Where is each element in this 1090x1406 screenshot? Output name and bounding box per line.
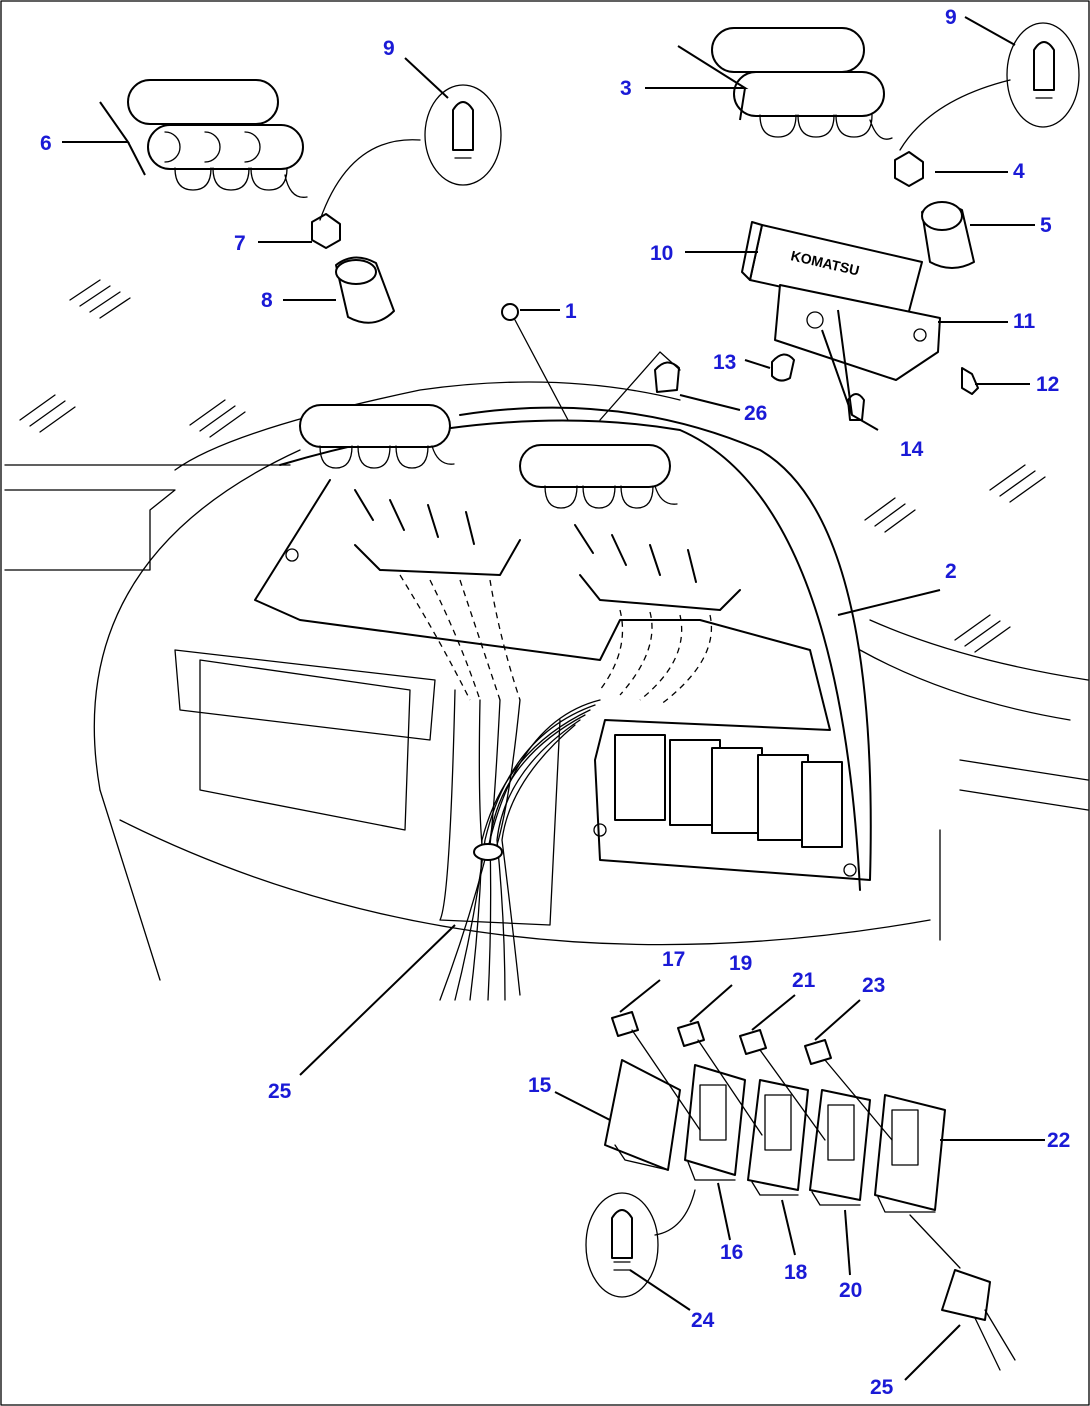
callout-22: 22 bbox=[1047, 1129, 1070, 1152]
callout-20: 20 bbox=[839, 1279, 862, 1302]
callout-labels: 1 2 3 4 5 6 7 8 9 9 10 11 12 13 14 15 16… bbox=[40, 6, 1070, 1399]
callout-9-right: 9 bbox=[945, 6, 957, 29]
bulb-24 bbox=[585, 1189, 696, 1298]
callout-12: 12 bbox=[1036, 373, 1059, 396]
callout-15: 15 bbox=[528, 1074, 552, 1097]
rocker-switch-16 bbox=[684, 1064, 746, 1181]
callout-16: 16 bbox=[720, 1241, 743, 1264]
callout-18: 18 bbox=[784, 1261, 808, 1284]
callout-17: 17 bbox=[662, 948, 685, 971]
callout-21: 21 bbox=[792, 969, 816, 992]
clip-26 bbox=[599, 351, 681, 421]
callout-5: 5 bbox=[1040, 214, 1052, 237]
bulb-left bbox=[319, 84, 502, 221]
bolt-small bbox=[961, 367, 979, 395]
callout-23: 23 bbox=[862, 974, 885, 997]
callout-2: 2 bbox=[945, 560, 957, 583]
switch-cover-right bbox=[711, 27, 893, 140]
callout-6: 6 bbox=[40, 132, 52, 155]
connector-25 bbox=[909, 1214, 1016, 1371]
callout-4: 4 bbox=[1013, 160, 1025, 183]
callout-7: 7 bbox=[234, 232, 246, 255]
screw-small bbox=[771, 353, 795, 382]
lens-cap-23 bbox=[804, 1039, 832, 1065]
callout-24: 24 bbox=[691, 1309, 715, 1332]
screw-1 bbox=[501, 303, 569, 421]
callout-10: 10 bbox=[650, 242, 673, 265]
bulb-socket-right bbox=[894, 151, 924, 187]
callout-13: 13 bbox=[713, 351, 736, 374]
controller-box: KOMATSU bbox=[741, 221, 941, 381]
bulb-socket-left bbox=[311, 213, 341, 249]
indicator-lens-right bbox=[921, 201, 975, 269]
lens-cap-21 bbox=[739, 1029, 767, 1055]
callout-9-left: 9 bbox=[383, 37, 395, 60]
callout-1: 1 bbox=[565, 300, 577, 323]
instrument-panel bbox=[254, 404, 872, 891]
wire-harness bbox=[439, 699, 601, 1001]
rocker-switch-18 bbox=[747, 1079, 809, 1196]
switch-cover-left bbox=[127, 79, 308, 198]
dashboard-outline bbox=[4, 279, 1089, 981]
callout-3: 3 bbox=[620, 77, 632, 100]
callout-26: 26 bbox=[744, 402, 767, 425]
callout-19: 19 bbox=[729, 952, 752, 975]
bulb-right bbox=[899, 22, 1080, 151]
rocker-switch-20 bbox=[809, 1089, 871, 1206]
blank-cover-15 bbox=[604, 1059, 681, 1171]
indicator-lens-left bbox=[335, 256, 395, 324]
callout-25-lower: 25 bbox=[870, 1376, 894, 1399]
rocker-switch-22 bbox=[874, 1094, 946, 1213]
callout-11: 11 bbox=[1013, 310, 1036, 333]
callout-25-upper: 25 bbox=[268, 1080, 292, 1103]
callout-8: 8 bbox=[261, 289, 273, 312]
callout-14: 14 bbox=[900, 438, 924, 461]
